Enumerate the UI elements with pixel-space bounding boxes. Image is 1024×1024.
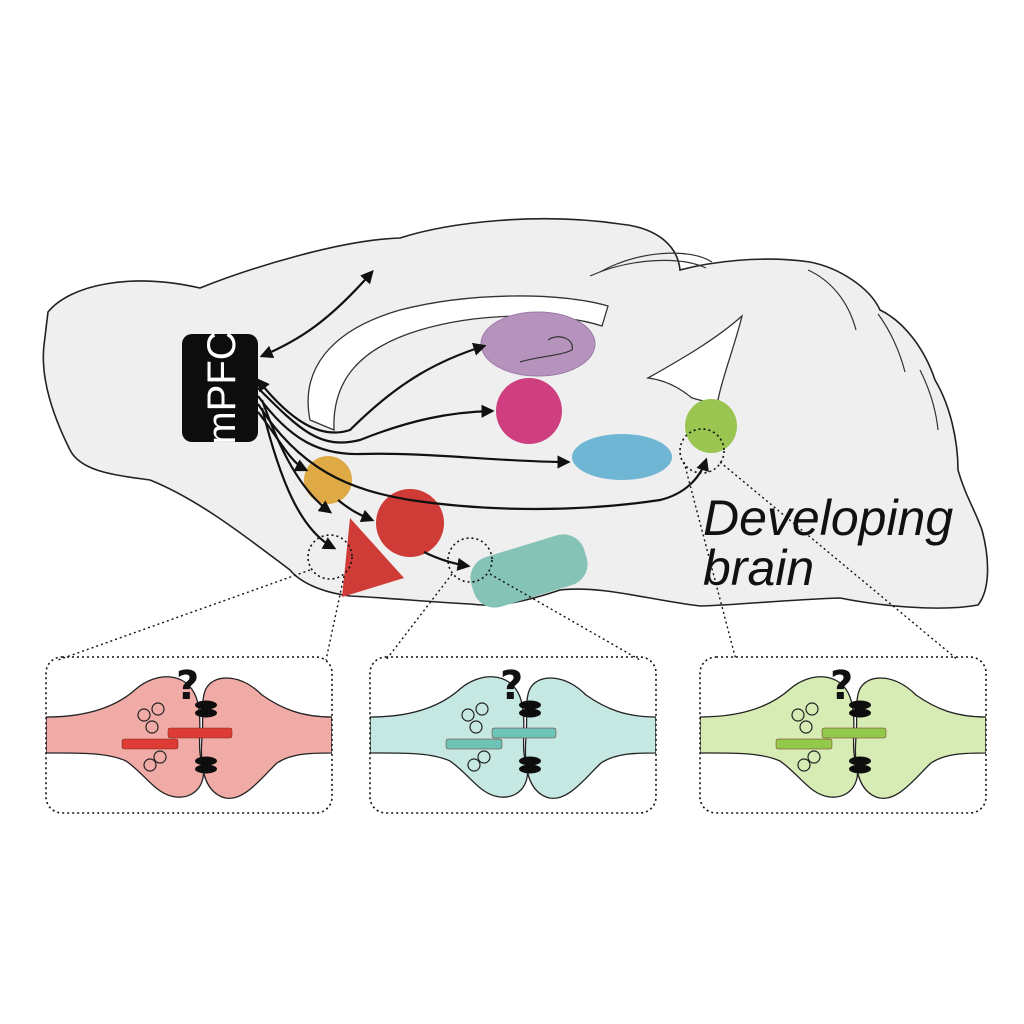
- zoom-circle-teal: [447, 537, 493, 583]
- vesicle: [799, 720, 813, 734]
- region-blue: [572, 434, 672, 480]
- receptor: [195, 700, 217, 710]
- arrow-mpfc-magenta: [257, 387, 495, 444]
- arrow-red-teal: [423, 551, 471, 571]
- arrow-mpfc-triangle: [260, 407, 337, 550]
- projection-arrows: [256, 270, 709, 571]
- receptor: [195, 708, 217, 718]
- region-yellow: [304, 456, 352, 504]
- adhesion-bar-upper: [167, 727, 233, 739]
- vesicle: [807, 750, 821, 764]
- inset-frame: [699, 656, 987, 814]
- cerebellum-fold-2: [589, 259, 707, 277]
- vesicle: [477, 750, 491, 764]
- vesicle: [143, 758, 157, 772]
- vesicle: [145, 720, 159, 734]
- vesicle: [153, 750, 167, 764]
- region-green: [685, 399, 737, 453]
- arrow-mpfc-yellow: [257, 411, 309, 472]
- adhesion-bar-lower: [775, 738, 833, 750]
- developing-label-line2: brain: [703, 540, 814, 596]
- vesicle: [805, 702, 819, 716]
- region-red-circle: [376, 489, 444, 557]
- region-magenta: [496, 378, 562, 444]
- cerebellum-fold-5: [919, 369, 939, 431]
- vesicle: [791, 708, 805, 722]
- adhesion-bar-upper: [821, 727, 887, 739]
- region-purple: [480, 311, 596, 377]
- vesicle: [797, 758, 811, 772]
- receptor: [519, 756, 541, 766]
- vesicle: [461, 708, 475, 722]
- receptor: [849, 708, 871, 718]
- zoom-circle-green: [679, 428, 725, 474]
- vesicle: [137, 708, 151, 722]
- zoom-circle-red: [307, 534, 353, 580]
- arrow-mpfc-purple: [256, 342, 487, 434]
- question-mark: ?: [830, 663, 853, 709]
- region-teal: [470, 534, 588, 608]
- receptor: [195, 764, 217, 774]
- inset-panel-teal-synapse: ?: [369, 656, 657, 814]
- adhesion-bar-lower: [445, 738, 503, 750]
- vesicle: [467, 758, 481, 772]
- inset-panel-red-synapse: ?: [45, 656, 333, 814]
- mpfc-box: [182, 334, 258, 442]
- vesicle: [469, 720, 483, 734]
- zoom-lines: [57, 461, 959, 661]
- receptor: [849, 764, 871, 774]
- arrow-mpfc-blue: [257, 395, 571, 469]
- cerebellum-fold-3: [807, 269, 857, 331]
- adhesion-bar-upper: [491, 727, 557, 739]
- question-mark: ?: [176, 663, 199, 709]
- synapse-insets: ???: [45, 656, 987, 814]
- vesicle: [151, 702, 165, 716]
- receptor: [519, 700, 541, 710]
- receptor: [519, 764, 541, 774]
- receptor: [195, 756, 217, 766]
- receptor: [849, 756, 871, 766]
- developing-label-line1: Developing: [703, 490, 953, 546]
- vesicle: [475, 702, 489, 716]
- cerebellum-fold-4: [877, 313, 906, 373]
- inset-frame: [369, 656, 657, 814]
- mpfc-label: mPFC: [200, 331, 244, 444]
- receptor: [519, 708, 541, 718]
- ventricle: [645, 314, 744, 403]
- arrow-yellow-red: [337, 499, 375, 523]
- region-red-triangle: [342, 518, 404, 597]
- inset-frame: [45, 656, 333, 814]
- arrow-mpfc-red-circle: [260, 399, 333, 514]
- receptor: [849, 700, 871, 710]
- region-purple-detail: [519, 336, 573, 363]
- arrow-mpfc-green: [257, 403, 709, 511]
- adhesion-bar-lower: [121, 738, 179, 750]
- cerebellum-fold-1: [599, 252, 713, 273]
- question-mark: ?: [500, 663, 523, 709]
- inset-panel-green-synapse: ?: [699, 656, 987, 814]
